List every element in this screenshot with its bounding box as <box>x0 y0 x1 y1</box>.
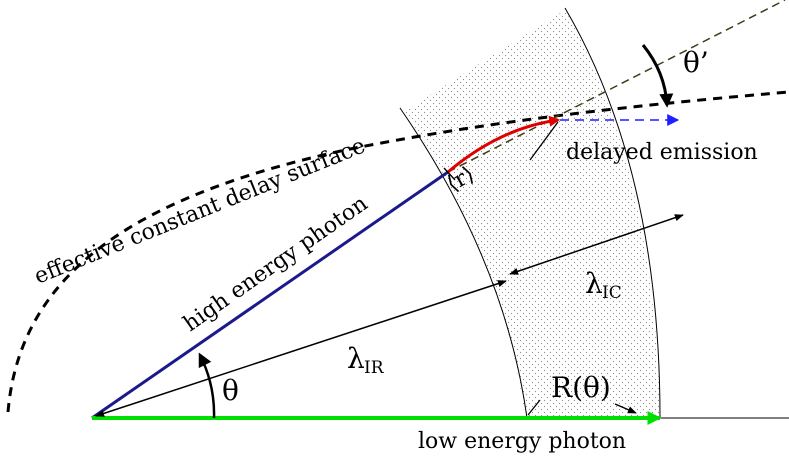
r-tick-right <box>529 121 559 161</box>
svg-text:IR: IR <box>364 358 385 378</box>
scattering-shell <box>405 10 660 418</box>
low-energy-photon-label: low energy photon <box>418 429 626 454</box>
theta-prime-label: θ’ <box>683 46 709 79</box>
effective-constant-delay-surface <box>6 90 789 413</box>
lambda-ir-arrow <box>95 280 507 417</box>
r-tick-left <box>443 167 456 181</box>
r-theta-arrow <box>614 403 637 414</box>
r-theta-tick <box>527 399 541 416</box>
scattered-photon-path <box>447 115 561 174</box>
theta-label: θ <box>222 374 239 407</box>
theta-arc <box>198 352 216 419</box>
svg-text:IC: IC <box>602 283 622 303</box>
theta-prime-arc <box>641 44 674 108</box>
line-of-sight <box>447 0 786 173</box>
lambda-ic-label: λ IC <box>585 267 622 303</box>
high-energy-photon-path <box>91 170 449 420</box>
lambda-ic-arrow <box>509 214 684 275</box>
shell-outer-boundary <box>564 7 661 419</box>
shell-inner-boundary <box>399 107 528 419</box>
svg-text:λ: λ <box>585 267 603 300</box>
lambda-ir-label: λ IR <box>347 342 385 378</box>
delayed-emission-label: delayed emission <box>566 140 758 165</box>
svg-text:λ: λ <box>347 342 365 375</box>
effective-surface-label: effective constant delay surface <box>31 134 369 290</box>
r-theta-label: R(θ) <box>551 371 611 404</box>
